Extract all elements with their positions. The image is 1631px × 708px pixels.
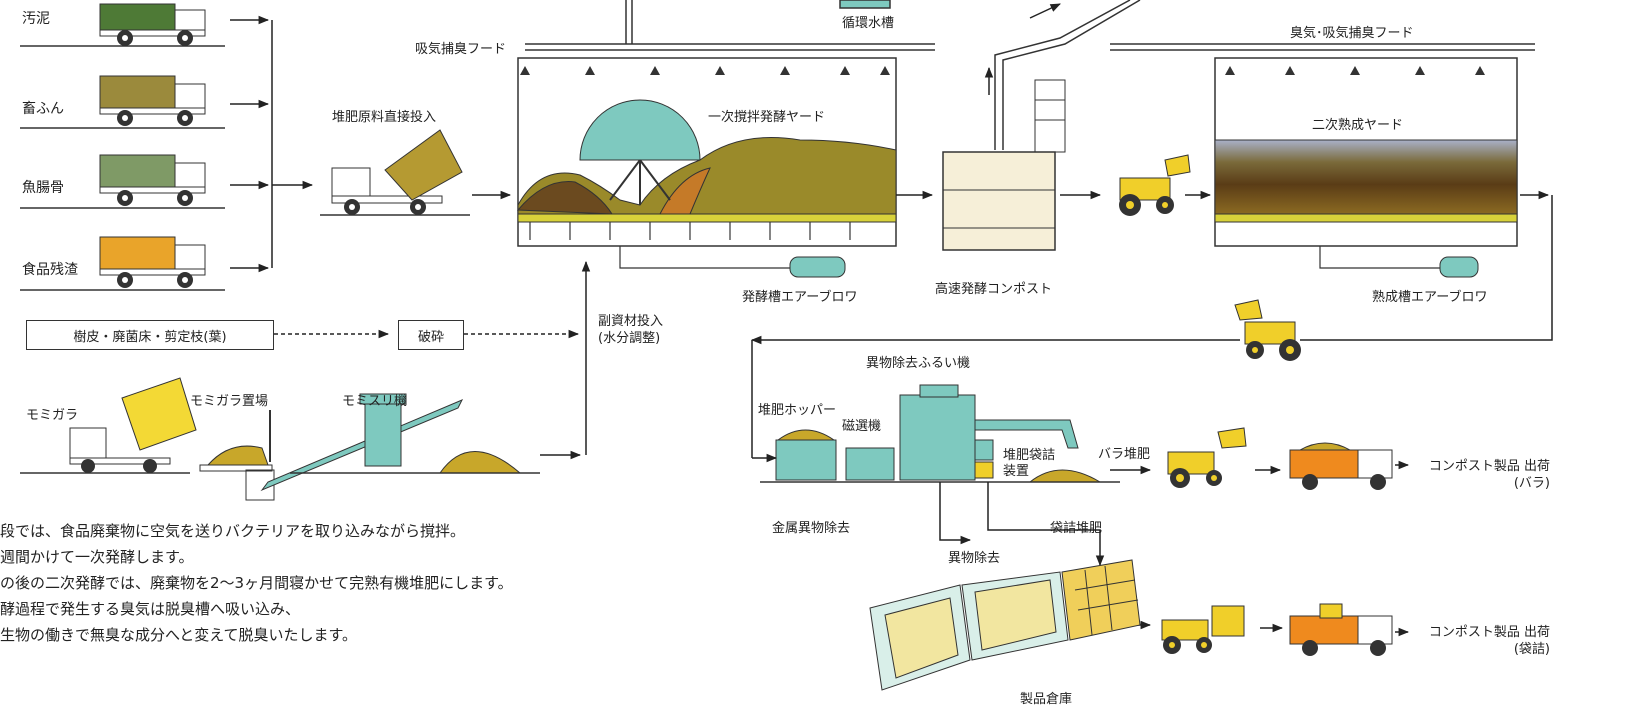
maturation-blower-label: 熟成槽エアーブロワ	[1372, 290, 1488, 305]
bulk-compost-label: バラ堆肥	[1098, 447, 1151, 462]
input-label-fishbone: 魚腸骨	[22, 180, 64, 196]
bag-compost-label: 袋詰堆肥	[1050, 521, 1103, 536]
description-line-1: 段では、食品廃棄物に空気を送りバクテリアを取り込みながら撹拌。	[0, 522, 466, 540]
exhaust-pipes	[525, 0, 935, 51]
primary-yard-label: 一次撹拌発酵ヤード	[708, 110, 826, 125]
bark-crush-flow	[274, 260, 591, 455]
bark-box: 樹皮・廃菌床・剪定枝(葉)	[26, 320, 274, 350]
secondary-maturation-yard	[1214, 57, 1550, 278]
circulation-tank-label: 循環水槽	[842, 16, 895, 31]
lower-branch-lines	[939, 482, 1410, 637]
description-line-4: 酵過程で発生する臭気は脱臭槽へ吸い込み、	[0, 600, 301, 618]
ship-bag-type: (袋詰)	[1513, 642, 1550, 657]
high-speed-compost-label: 高速発酵コンポスト	[935, 282, 1053, 297]
duct-to-deodorizer	[984, 0, 1535, 150]
input-truck-manure	[20, 75, 225, 129]
bagging-label-2: 装置	[1003, 464, 1030, 479]
momigara-yard-label: モミガラ置場	[190, 394, 269, 409]
momigara-label: モミガラ	[26, 408, 79, 423]
momigara-section	[20, 377, 582, 501]
high-speed-compost-tank	[942, 79, 1102, 251]
bagging-label-1: 堆肥袋詰	[1003, 448, 1056, 463]
direct-input-label: 堆肥原料直接投入	[332, 110, 437, 125]
bulk-shipping	[1167, 427, 1410, 490]
huller-label: モミスリ機	[342, 394, 408, 409]
input-truck-food-waste	[20, 236, 225, 291]
intake-hood-label: 吸気捕臭フード	[415, 42, 507, 57]
sub-material-label: 副資材投入	[598, 314, 664, 329]
foreign-removal-label: 異物除去	[948, 551, 1001, 566]
input-label-manure: 畜ふん	[22, 101, 64, 117]
loader-1	[1119, 154, 1212, 216]
sieve-label: 異物除去ふるい機	[866, 356, 971, 371]
direct-input-truck	[320, 129, 512, 216]
return-line	[750, 195, 1553, 458]
description-text: 段では、食品廃棄物に空気を送りバクテリアを取り込みながら撹拌。 週間かけて一次発…	[0, 518, 760, 648]
ship-bulk-label: コンポスト製品 出荷	[1428, 459, 1550, 474]
magnet-label: 磁選機	[842, 419, 882, 434]
odor-hood-label: 臭気･吸気捕臭フード	[1290, 26, 1414, 41]
loader-2	[1234, 299, 1301, 361]
primary-fermentation-yard	[516, 57, 934, 278]
ship-bag-label: コンポスト製品 出荷	[1428, 625, 1550, 640]
input-label-food-waste: 食品残渣	[22, 262, 78, 278]
input-truck-fishbone	[20, 154, 225, 209]
description-line-5: 生物の働きで無臭な成分へと変えて脱臭いたします。	[0, 626, 358, 644]
crush-box: 破砕	[398, 320, 464, 350]
metal-removal-label: 金属異物除去	[772, 521, 851, 536]
product-warehouse	[869, 559, 1141, 691]
sieve-section	[752, 384, 1152, 483]
description-line-2: 週間かけて一次発酵します。	[0, 548, 194, 566]
input-label-sludge: 汚泥	[22, 11, 50, 27]
input-collector-lines	[230, 15, 314, 273]
description-line-3: の後の二次発酵では、廃棄物を2～3ヶ月間寝かせて完熟有機堆肥にします。	[0, 574, 513, 592]
secondary-yard-label: 二次熟成ヤード	[1312, 118, 1404, 133]
fermenter-blower-label: 発酵槽エアーブロワ	[742, 290, 858, 305]
hopper-label: 堆肥ホッパー	[758, 403, 837, 418]
warehouse-label: 製品倉庫	[1020, 692, 1073, 707]
ship-bulk-type: (バラ)	[1513, 476, 1550, 491]
input-truck-sludge	[20, 3, 225, 47]
moisture-adjust-label: (水分調整)	[598, 331, 661, 346]
bag-shipping	[1161, 603, 1393, 656]
